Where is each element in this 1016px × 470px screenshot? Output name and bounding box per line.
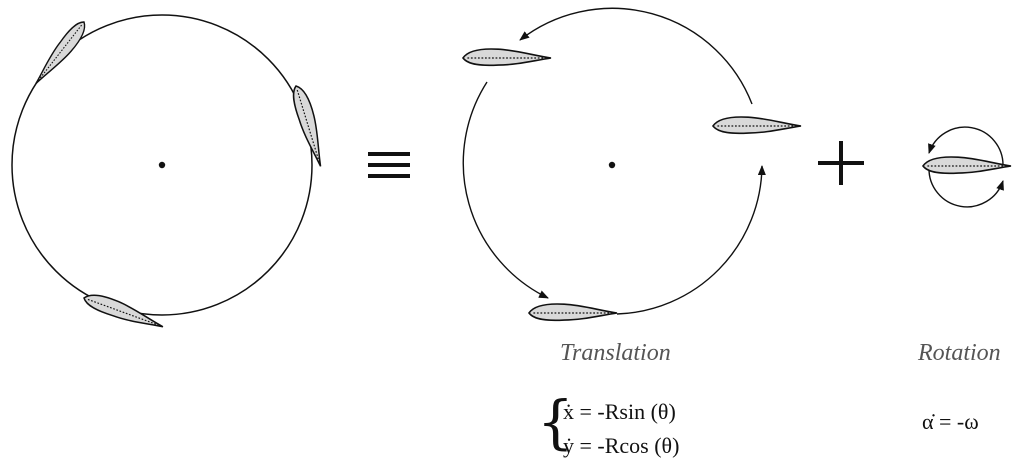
rotation-equation: α̇ = -ω — [922, 409, 979, 434]
airfoil-right — [288, 82, 330, 170]
airfoil-bottom — [80, 289, 167, 335]
translation-arc-top — [519, 7, 753, 105]
combined-motion-group — [11, 14, 330, 335]
translation-arc-left — [462, 81, 549, 299]
airfoil-translation-bottom — [528, 303, 618, 322]
rotation-arrow-bottom — [928, 167, 1004, 208]
translation-arc-bottom — [616, 165, 766, 315]
airfoil-top-left — [30, 17, 91, 90]
translation-center-point — [608, 161, 616, 169]
airfoil-translation-top — [462, 48, 552, 67]
translation-group — [462, 7, 802, 322]
rotation-arrow-top — [928, 126, 1004, 167]
rotation-caption: Rotation — [918, 340, 1001, 366]
translation-equation-x: ẋ = -Rsin (θ) — [563, 399, 676, 424]
plus-symbol — [818, 141, 864, 185]
combined-orbit-circle — [11, 14, 313, 316]
airfoil-translation-right — [712, 116, 802, 135]
translation-caption: Translation — [560, 340, 671, 366]
equation-brace: { — [537, 388, 574, 456]
equivalence-symbol — [368, 152, 410, 178]
combined-center-point — [158, 161, 166, 169]
translation-equation-y: ẏ = -Rcos (θ) — [563, 433, 680, 458]
airfoil-rotation — [922, 156, 1012, 175]
rotation-group — [922, 126, 1012, 208]
